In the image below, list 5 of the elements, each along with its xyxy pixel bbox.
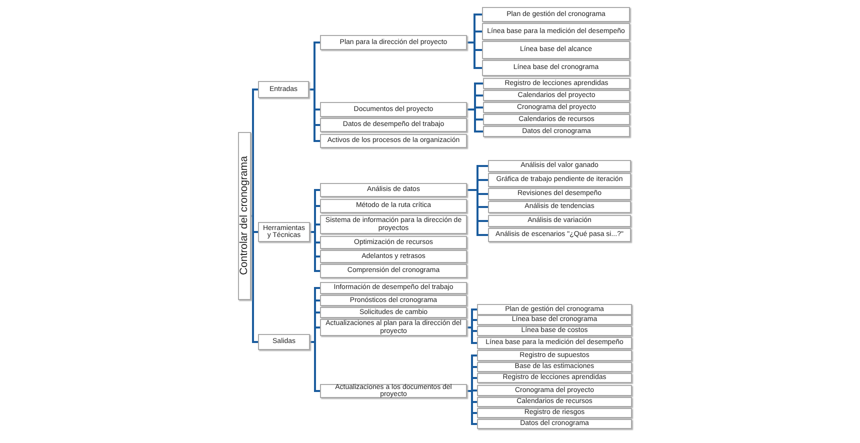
connector-line [467, 42, 482, 69]
root-box: Controlar del cronograma [238, 132, 251, 300]
connector-line [251, 88, 258, 217]
connector-line [310, 341, 320, 392]
connector-line [251, 215, 258, 343]
